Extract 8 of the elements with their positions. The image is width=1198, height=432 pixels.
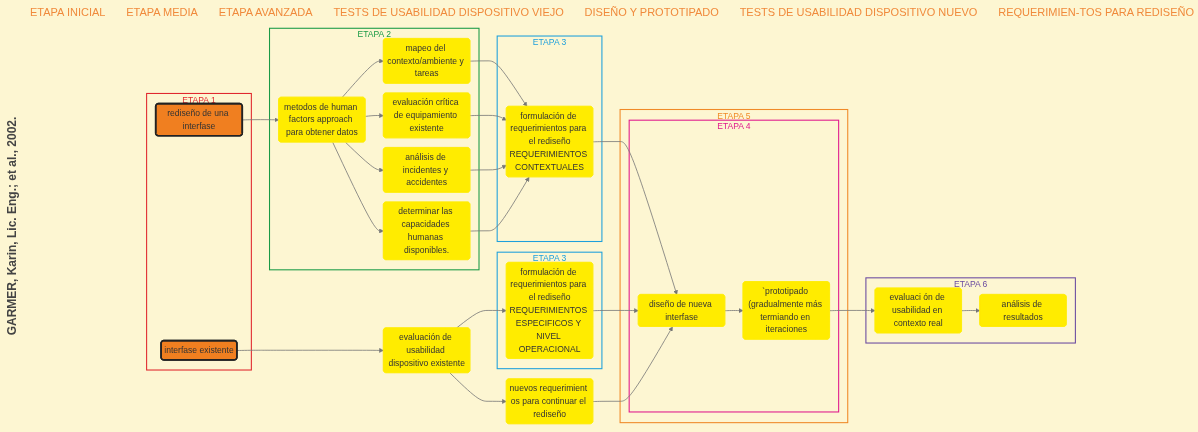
stage-label: TESTS DE USABILIDAD DISPOSITIVO NUEVO xyxy=(739,6,978,18)
citation-caption: GARMER, Karin, Lic. Eng.; et al., 2002. xyxy=(5,116,19,336)
stage-label: ETAPA AVANZADA xyxy=(218,6,313,18)
stage-label: DISEÑO Y PROTOTIPADO xyxy=(584,6,719,18)
stage-label: TESTS DE USABILIDAD DISPOSITIVO VIEJO xyxy=(333,6,564,18)
stage-label: ETAPA MEDIA xyxy=(126,6,198,18)
stage-label: ETAPA INICIAL xyxy=(30,6,106,18)
stage-label: REQUERIMIEN-TOS PARA REDISEÑO xyxy=(998,6,1194,18)
